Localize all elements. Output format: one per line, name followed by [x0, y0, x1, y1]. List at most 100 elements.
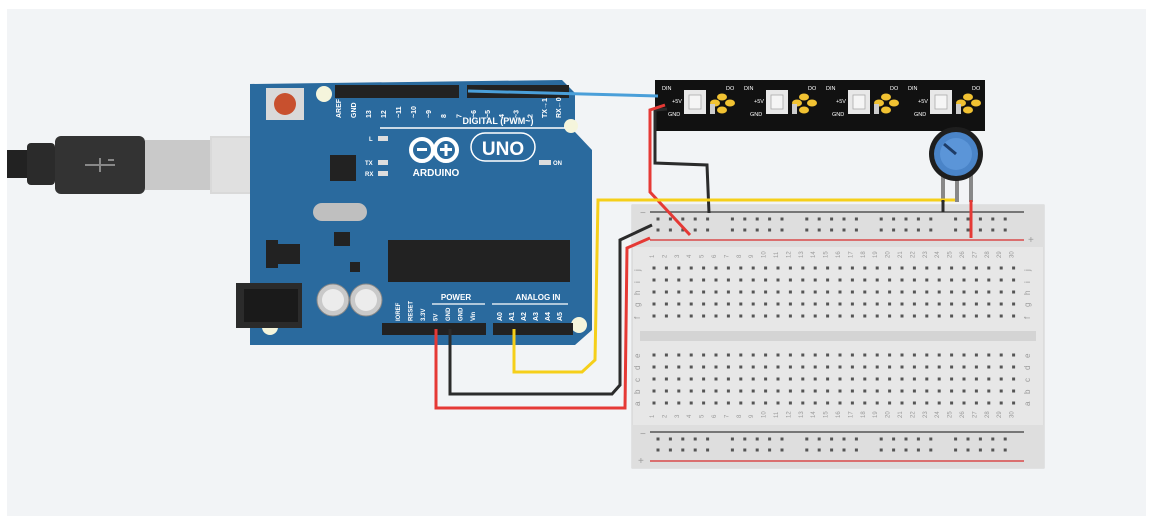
- breadboard-hole[interactable]: [962, 266, 966, 270]
- breadboard-hole[interactable]: [801, 266, 805, 270]
- breadboard-hole[interactable]: [801, 302, 805, 306]
- breadboard-hole[interactable]: [863, 290, 867, 294]
- breadboard-hole[interactable]: [937, 353, 941, 357]
- breadboard-hole[interactable]: [991, 228, 995, 232]
- breadboard-hole[interactable]: [801, 401, 805, 405]
- breadboard-hole[interactable]: [830, 448, 834, 452]
- breadboard-hole[interactable]: [702, 266, 706, 270]
- breadboard-hole[interactable]: [664, 377, 668, 381]
- breadboard-hole[interactable]: [826, 266, 830, 270]
- breadboard-hole[interactable]: [962, 278, 966, 282]
- breadboard-hole[interactable]: [854, 217, 858, 221]
- breadboard-hole[interactable]: [751, 266, 755, 270]
- breadboard-hole[interactable]: [875, 389, 879, 393]
- breadboard-hole[interactable]: [801, 377, 805, 381]
- breadboard-hole[interactable]: [950, 401, 954, 405]
- breadboard-hole[interactable]: [726, 401, 730, 405]
- breadboard-hole[interactable]: [677, 353, 681, 357]
- breadboard-hole[interactable]: [912, 266, 916, 270]
- breadboard-hole[interactable]: [689, 365, 693, 369]
- breadboard-hole[interactable]: [1012, 353, 1016, 357]
- breadboard-hole[interactable]: [776, 278, 780, 282]
- breadboard-hole[interactable]: [850, 290, 854, 294]
- breadboard-hole[interactable]: [987, 278, 991, 282]
- breadboard-hole[interactable]: [900, 314, 904, 318]
- breadboard-hole[interactable]: [677, 365, 681, 369]
- breadboard-hole[interactable]: [925, 365, 929, 369]
- breadboard-hole[interactable]: [805, 228, 809, 232]
- breadboard-hole[interactable]: [805, 448, 809, 452]
- breadboard-hole[interactable]: [726, 353, 730, 357]
- breadboard-hole[interactable]: [801, 314, 805, 318]
- breadboard-hole[interactable]: [1012, 302, 1016, 306]
- breadboard-hole[interactable]: [966, 437, 970, 441]
- breadboard-hole[interactable]: [925, 377, 929, 381]
- breadboard-hole[interactable]: [900, 377, 904, 381]
- breadboard-hole[interactable]: [974, 365, 978, 369]
- breadboard-hole[interactable]: [925, 290, 929, 294]
- breadboard-hole[interactable]: [999, 314, 1003, 318]
- breadboard-hole[interactable]: [706, 217, 710, 221]
- breadboard-hole[interactable]: [664, 302, 668, 306]
- breadboard-hole[interactable]: [668, 217, 672, 221]
- breadboard-hole[interactable]: [950, 353, 954, 357]
- breadboard-hole[interactable]: [677, 401, 681, 405]
- potentiometer-icon[interactable]: [929, 127, 983, 202]
- breadboard-hole[interactable]: [714, 401, 718, 405]
- breadboard-hole[interactable]: [726, 266, 730, 270]
- breadboard-hole[interactable]: [863, 365, 867, 369]
- breadboard-hole[interactable]: [912, 314, 916, 318]
- breadboard-hole[interactable]: [838, 314, 842, 318]
- breadboard-hole[interactable]: [743, 217, 747, 221]
- breadboard-hole[interactable]: [689, 389, 693, 393]
- breadboard-hole[interactable]: [689, 278, 693, 282]
- breadboard-hole[interactable]: [925, 401, 929, 405]
- breadboard-hole[interactable]: [768, 228, 772, 232]
- breadboard-hole[interactable]: [739, 353, 743, 357]
- breadboard-hole[interactable]: [668, 448, 672, 452]
- breadboard-hole[interactable]: [739, 401, 743, 405]
- wire-red-5v[interactable]: [434, 236, 651, 410]
- breadboard-hole[interactable]: [900, 389, 904, 393]
- breadboard-hole[interactable]: [888, 302, 892, 306]
- breadboard-hole[interactable]: [854, 448, 858, 452]
- breadboard-hole[interactable]: [751, 290, 755, 294]
- breadboard-hole[interactable]: [888, 314, 892, 318]
- breadboard-hole[interactable]: [813, 302, 817, 306]
- breadboard-hole[interactable]: [726, 365, 730, 369]
- breadboard-hole[interactable]: [991, 448, 995, 452]
- breadboard-hole[interactable]: [817, 448, 821, 452]
- breadboard-hole[interactable]: [842, 437, 846, 441]
- breadboard-hole[interactable]: [929, 228, 933, 232]
- breadboard-hole[interactable]: [966, 228, 970, 232]
- breadboard-hole[interactable]: [875, 290, 879, 294]
- breadboard-hole[interactable]: [776, 365, 780, 369]
- breadboard-hole[interactable]: [838, 389, 842, 393]
- breadboard-hole[interactable]: [912, 377, 916, 381]
- breadboard-hole[interactable]: [925, 389, 929, 393]
- breadboard-hole[interactable]: [813, 401, 817, 405]
- breadboard-hole[interactable]: [776, 290, 780, 294]
- breadboard-hole[interactable]: [916, 437, 920, 441]
- breadboard-hole[interactable]: [739, 389, 743, 393]
- breadboard-hole[interactable]: [652, 278, 656, 282]
- breadboard-hole[interactable]: [966, 448, 970, 452]
- breadboard-hole[interactable]: [776, 353, 780, 357]
- breadboard-hole[interactable]: [854, 437, 858, 441]
- breadboard-hole[interactable]: [974, 401, 978, 405]
- breadboard-hole[interactable]: [813, 278, 817, 282]
- breadboard-hole[interactable]: [714, 314, 718, 318]
- breadboard-hole[interactable]: [826, 365, 830, 369]
- breadboard-hole[interactable]: [854, 228, 858, 232]
- breadboard-hole[interactable]: [937, 266, 941, 270]
- breadboard-hole[interactable]: [764, 278, 768, 282]
- breadboard-hole[interactable]: [863, 266, 867, 270]
- breadboard-hole[interactable]: [706, 448, 710, 452]
- breadboard-hole[interactable]: [677, 377, 681, 381]
- breadboard-hole[interactable]: [677, 290, 681, 294]
- breadboard-hole[interactable]: [863, 377, 867, 381]
- breadboard-hole[interactable]: [916, 448, 920, 452]
- breadboard-hole[interactable]: [912, 290, 916, 294]
- breadboard-hole[interactable]: [702, 314, 706, 318]
